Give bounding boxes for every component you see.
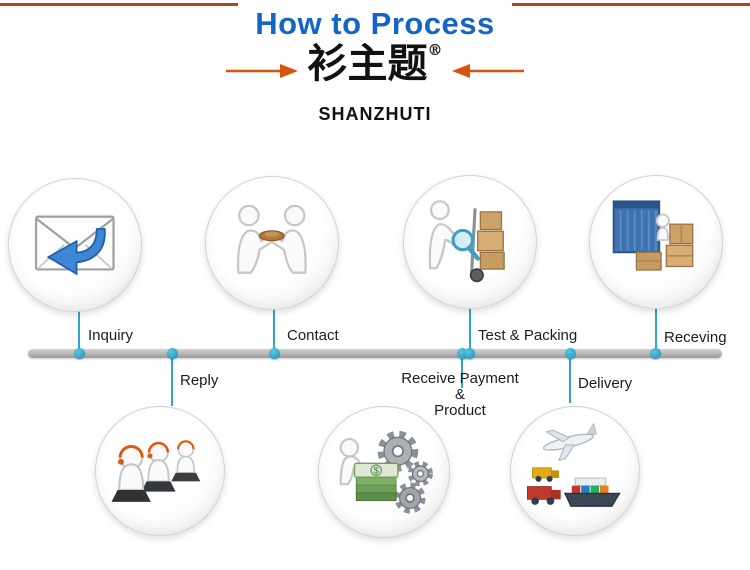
delivery-illustration plane-ship-trucks-icon bbox=[526, 422, 621, 507]
timeline-node-test bbox=[464, 348, 475, 359]
test-packing-illustration magnifier-boxes-icon bbox=[428, 200, 505, 283]
header-arrow-left-icon bbox=[452, 64, 524, 78]
header-arrow-right-icon bbox=[226, 64, 298, 78]
step-label-payment-line1: Receive Payment bbox=[401, 370, 519, 387]
step-circle-reply bbox=[95, 406, 225, 536]
step-circle-receving bbox=[589, 175, 723, 309]
connector-payment bbox=[461, 356, 463, 388]
step-circle-delivery bbox=[510, 406, 640, 536]
connector-delivery bbox=[569, 356, 571, 403]
step-label-contact: Contact bbox=[287, 327, 339, 344]
step-label-reply: Reply bbox=[180, 372, 219, 389]
step-label-delivery: Delivery bbox=[578, 375, 633, 392]
step-circle-payment: $ bbox=[318, 406, 450, 538]
step-label-payment-line2: & bbox=[454, 386, 465, 403]
timeline-node-inquiry bbox=[74, 348, 85, 359]
step-circle-inquiry bbox=[8, 178, 142, 312]
connector-contact bbox=[273, 309, 275, 351]
process-timeline bbox=[28, 349, 722, 358]
step-label-inquiry: Inquiry bbox=[88, 327, 134, 344]
connector-inquiry bbox=[78, 311, 80, 351]
step-circle-contact bbox=[205, 176, 339, 310]
timeline-node-delivery bbox=[565, 348, 576, 359]
step-label-receving: Receving bbox=[664, 329, 727, 346]
connector-receving bbox=[655, 308, 657, 351]
connector-test bbox=[469, 308, 471, 351]
dollar-sign: $ bbox=[374, 466, 380, 477]
reply-illustration support-agents-icon bbox=[111, 440, 201, 502]
brand-logo: 衫主题® bbox=[308, 42, 443, 86]
step-label-payment-line3: Product bbox=[434, 402, 486, 419]
registered-mark: ® bbox=[427, 41, 443, 59]
connector-reply bbox=[171, 356, 173, 406]
payment-illustration money-gears-icon: $ bbox=[339, 430, 433, 514]
step-label-test: Test & Packing bbox=[478, 327, 578, 344]
timeline-node-reply bbox=[167, 348, 178, 359]
brand-logo-cn: 衫主题 bbox=[307, 40, 428, 87]
receving-illustration container-boxes-icon bbox=[612, 200, 694, 271]
brand-name: SHANZHUTI bbox=[318, 104, 432, 124]
step-circle-test bbox=[403, 175, 537, 309]
inquiry-illustration envelope-reply-icon bbox=[35, 215, 115, 276]
timeline-node-receving bbox=[650, 348, 661, 359]
timeline-node-contact bbox=[269, 348, 280, 359]
contact-illustration figures-meeting-icon bbox=[237, 204, 307, 275]
top-rule-left bbox=[0, 3, 238, 6]
timeline-node-payment bbox=[457, 348, 468, 359]
page-title: How to Process bbox=[255, 6, 495, 41]
top-rule-right bbox=[512, 3, 750, 6]
step-label-payment: Receive Payment & Product bbox=[393, 371, 527, 419]
